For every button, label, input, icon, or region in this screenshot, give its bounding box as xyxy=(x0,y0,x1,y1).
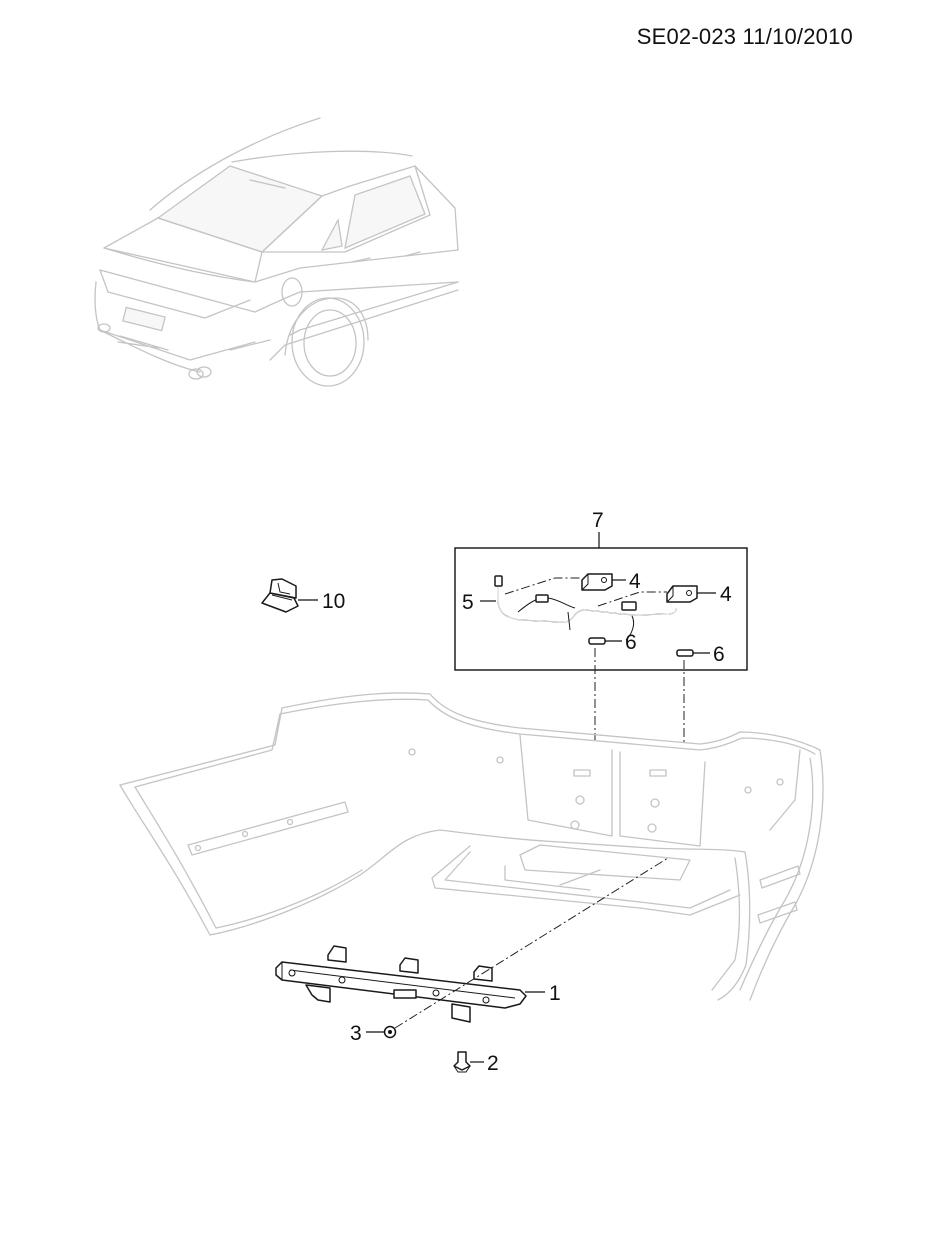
vehicle-locator-illustration xyxy=(94,117,459,387)
part-4-license-lamp-right xyxy=(666,585,698,603)
guide-lamp-left xyxy=(504,577,582,595)
callout-5: 5 xyxy=(462,591,474,614)
callout-3: 3 xyxy=(350,1022,362,1045)
part-6-bulb-right xyxy=(676,649,694,657)
callout-4a: 4 xyxy=(629,570,641,593)
callout-1: 1 xyxy=(549,982,561,1005)
part-3-nut xyxy=(383,1025,397,1039)
callout-2: 2 xyxy=(487,1052,499,1075)
callout-10: 10 xyxy=(322,590,345,613)
part-1-license-plate-bracket xyxy=(275,945,527,1023)
rear-bumper-fascia xyxy=(119,692,824,1001)
part-5-wiring-harness xyxy=(494,575,677,641)
callout-6b: 6 xyxy=(713,643,725,666)
guide-bracket-to-bumper xyxy=(394,857,669,1029)
part-4-license-lamp-left xyxy=(581,573,613,591)
kit-7-box xyxy=(454,547,748,671)
callout-7: 7 xyxy=(592,509,604,532)
callout-4b: 4 xyxy=(720,583,732,606)
part-2-push-pin xyxy=(453,1051,471,1073)
document-code: SE02-023 11/10/2010 xyxy=(636,24,853,49)
callout-6a: 6 xyxy=(625,631,637,654)
part-10-clip xyxy=(261,578,299,613)
part-6-bulb-left xyxy=(588,637,606,645)
